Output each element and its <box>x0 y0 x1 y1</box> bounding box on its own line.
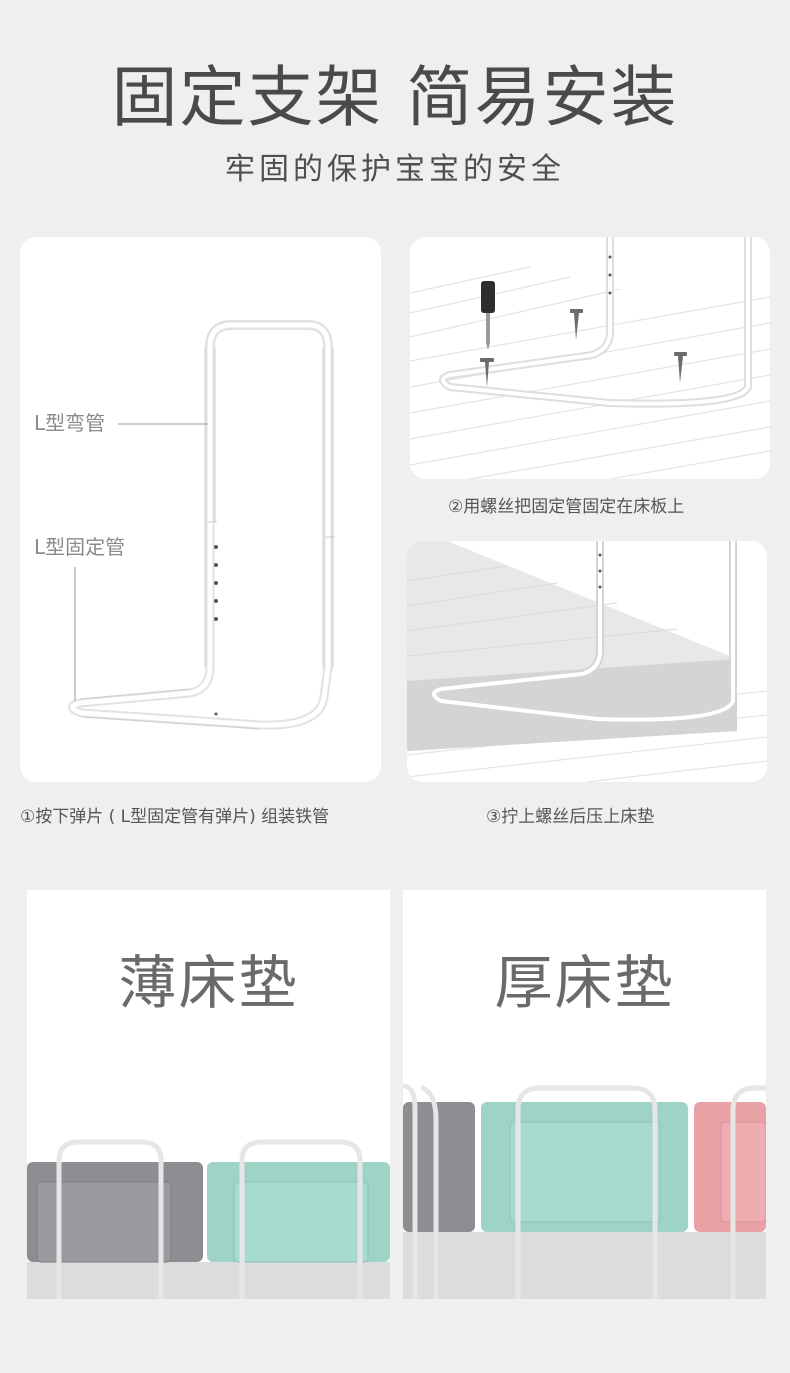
step1-caption: ①按下弹片 ( L型固定管有弹片) 组装铁管 <box>20 807 330 827</box>
mattress-press-illustration <box>407 541 767 782</box>
thick-mattress-illustration <box>403 1083 766 1299</box>
step3-card <box>407 541 767 782</box>
step1-card: L型弯管 L型固定管 <box>20 237 381 782</box>
screw-install-illustration <box>410 237 770 479</box>
thin-mattress-label: 薄床垫 <box>118 949 299 1017</box>
thick-mattress-panel: 厚床垫 <box>403 890 766 1299</box>
thin-mattress-panel: 薄床垫 <box>27 890 390 1299</box>
screw-icon <box>480 309 687 387</box>
page-title: 固定支架 简易安装 <box>111 59 679 136</box>
thick-mattress-label: 厚床垫 <box>494 949 675 1017</box>
step2-card <box>410 237 770 479</box>
label-fixed-tube: L型固定管 <box>34 535 126 559</box>
screwdriver-icon <box>481 281 495 313</box>
step3-caption: ③拧上螺丝后压上床垫 <box>486 807 655 827</box>
thin-mattress-illustration <box>27 1139 390 1299</box>
page-subtitle: 牢固的保护宝宝的安全 <box>225 152 565 187</box>
l-tube-frame-illustration <box>68 320 335 730</box>
label-bent-tube: L型弯管 <box>34 411 106 435</box>
step2-caption: ②用螺丝把固定管固定在床板上 <box>448 497 685 517</box>
